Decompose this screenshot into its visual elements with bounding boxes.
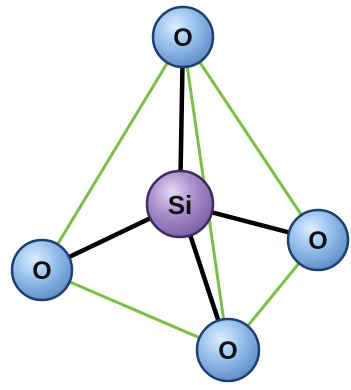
oxygen-atom-right: O bbox=[286, 208, 350, 272]
oxygen-atom-left: O bbox=[10, 238, 74, 302]
edge-top-right bbox=[181, 35, 320, 242]
oxygen-atom-top: O bbox=[151, 5, 215, 69]
silicon-atom: Si bbox=[145, 169, 215, 239]
silicon-label: Si bbox=[168, 190, 193, 220]
edge-top-left bbox=[40, 35, 185, 272]
oxygen-label: O bbox=[32, 257, 51, 285]
oxygen-label: O bbox=[308, 227, 327, 255]
edge-left-bottom bbox=[40, 268, 230, 352]
oxygen-atom-bottom: O bbox=[195, 317, 261, 383]
oxygen-label: O bbox=[218, 337, 237, 365]
oxygen-label: O bbox=[173, 24, 192, 52]
